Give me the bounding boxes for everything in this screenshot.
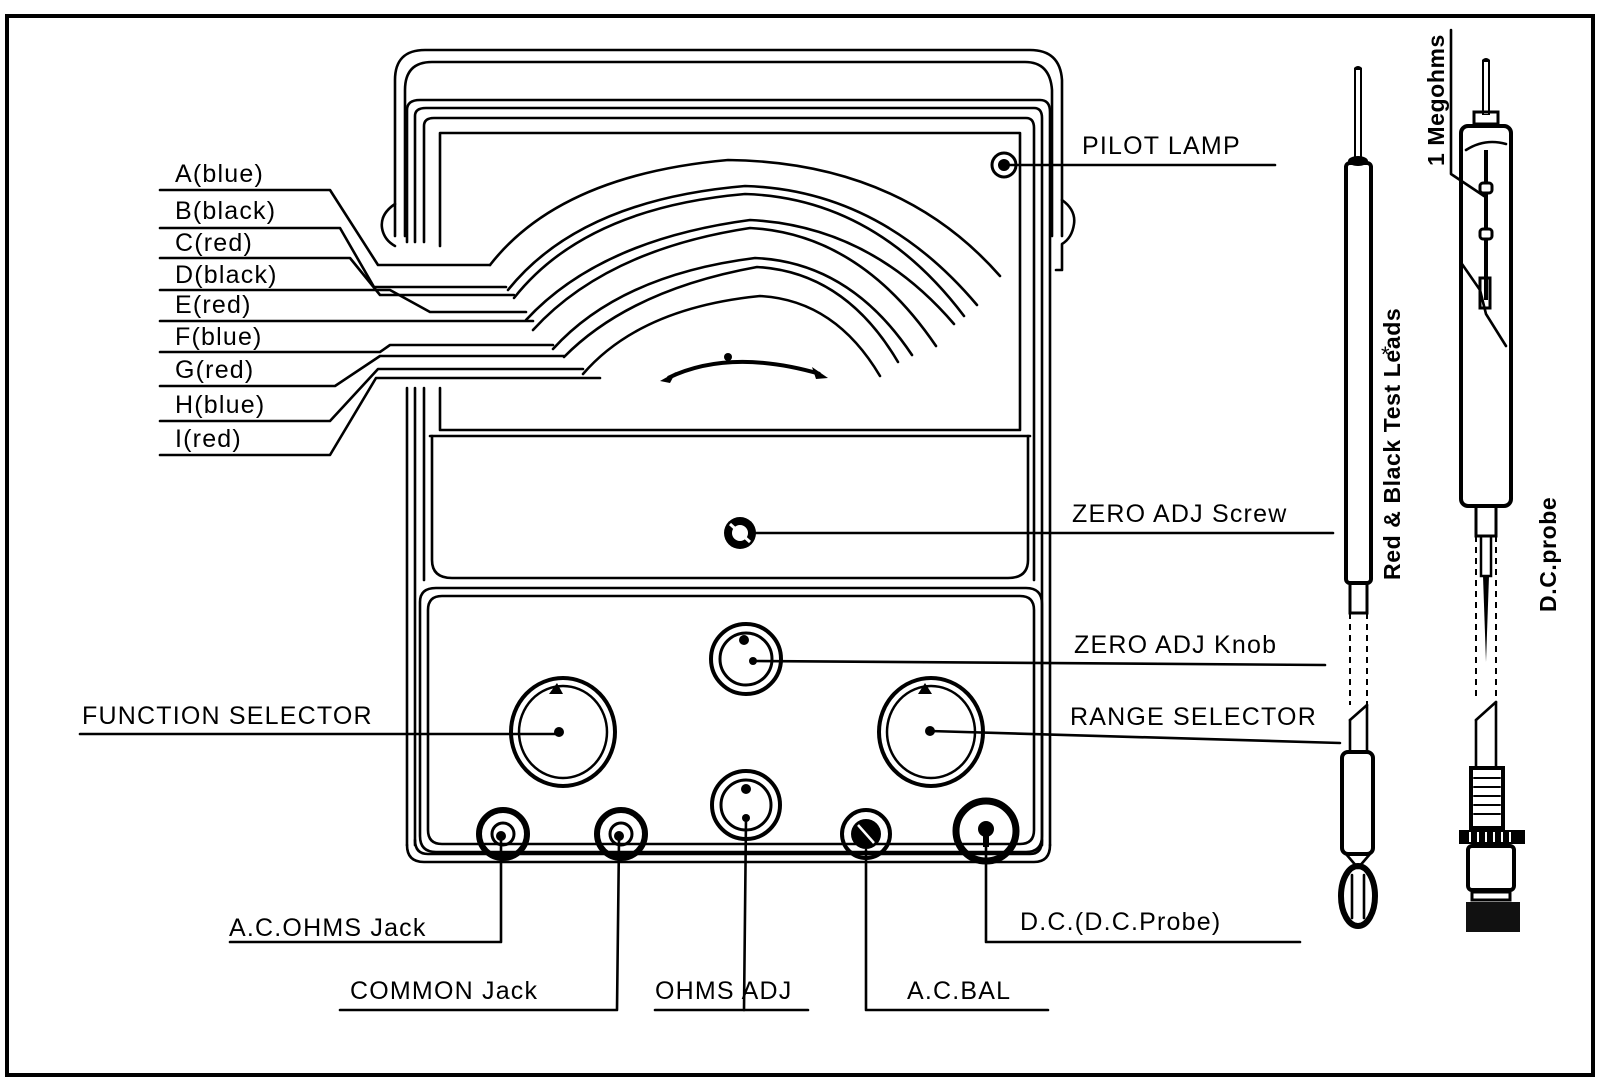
- meter-window: [428, 131, 1032, 438]
- function-selector-knob[interactable]: FUNCTION SELECTOR: [78, 676, 617, 788]
- dc-probe: [1459, 58, 1525, 932]
- scale-label-e: E(red): [175, 291, 252, 319]
- test-leads-asterisk: *: [1381, 342, 1391, 367]
- scale-arc-h: [581, 294, 882, 378]
- scale-arc-g: [562, 265, 900, 364]
- dc-probe-label: D.C.probe: [1535, 497, 1561, 612]
- needle-arc: [667, 359, 821, 380]
- zero-adj-screw-label: ZERO ADJ Screw: [1072, 500, 1287, 528]
- control-panel: [418, 586, 1044, 854]
- ohms-adj-label: OHMS ADJ: [655, 977, 792, 1005]
- right-side-lug: [1054, 198, 1076, 272]
- scale-label-a: A(blue): [175, 160, 264, 188]
- scale-label-h: H(blue): [175, 391, 265, 419]
- scale-label-d: D(black): [175, 261, 278, 289]
- dc-probe-jack-label: D.C.(D.C.Probe): [1020, 908, 1221, 936]
- ac-ohms-jack-label: A.C.OHMS Jack: [229, 914, 427, 942]
- test-leads-label: Red & Black Test Leads: [1379, 308, 1405, 580]
- common-jack-label: COMMON Jack: [350, 977, 538, 1005]
- left-side-lug: [380, 202, 397, 248]
- ac-bal-screw[interactable]: A.C.BAL: [840, 808, 1050, 1012]
- scale-arc-f: [551, 256, 914, 357]
- common-jack[interactable]: COMMON Jack: [338, 807, 648, 1012]
- case-bottom: [405, 843, 1052, 864]
- dc-probe-jack[interactable]: D.C.(D.C.Probe): [952, 797, 1302, 944]
- handle-outer: [393, 48, 1064, 238]
- scale-arc-b: [506, 184, 979, 307]
- scale-label-g: G(red): [175, 356, 254, 384]
- range-selector-knob[interactable]: RANGE SELECTOR: [877, 676, 1342, 788]
- function-selector-label: FUNCTION SELECTOR: [82, 702, 373, 730]
- scale-arc-d: [524, 218, 956, 326]
- case-line-3: [422, 116, 1036, 582]
- scale-arc-e: [531, 226, 938, 348]
- scale-arc-c: [512, 192, 966, 318]
- zero-adj-screw: ZERO ADJ Screw: [724, 500, 1335, 549]
- zero-adj-knob-label: ZERO ADJ Knob: [1074, 631, 1277, 659]
- zero-adj-panel: [430, 434, 1030, 580]
- ohms-adj-callout: OHMS ADJ: [653, 977, 810, 1012]
- resistor-label: 1 Megohms: [1423, 34, 1449, 166]
- scale-arc-a: [488, 158, 1002, 278]
- pilot-lamp-label: PILOT LAMP: [1082, 132, 1241, 160]
- outer-frame: [5, 14, 1595, 1077]
- scale-labels: A(blue) B(black) C(red) D(black) E(red) …: [175, 160, 278, 453]
- zero-adj-knob[interactable]: ZERO ADJ Knob: [709, 622, 1327, 696]
- case-line-1: [405, 98, 1052, 847]
- scale-label-c: C(red): [175, 229, 253, 257]
- meter-scale-arcs: [488, 158, 1002, 383]
- pilot-lamp: PILOT LAMP: [990, 132, 1277, 179]
- scale-label-i: I(red): [175, 425, 242, 453]
- resistor-callout: 1 Megohms: [1423, 28, 1486, 198]
- ac-bal-label: A.C.BAL: [907, 977, 1011, 1005]
- scale-label-f: F(blue): [175, 323, 263, 351]
- meter-body: [380, 48, 1076, 864]
- ac-ohms-jack[interactable]: A.C.OHMS Jack: [228, 807, 530, 944]
- range-selector-label: RANGE SELECTOR: [1070, 703, 1317, 731]
- test-lead: [1338, 66, 1378, 929]
- handle-inner: [403, 60, 1054, 238]
- case-line-2: [413, 106, 1044, 847]
- ohms-adj-knob[interactable]: [710, 769, 782, 1012]
- scale-leaders: [158, 188, 602, 457]
- scale-label-b: B(black): [175, 197, 276, 225]
